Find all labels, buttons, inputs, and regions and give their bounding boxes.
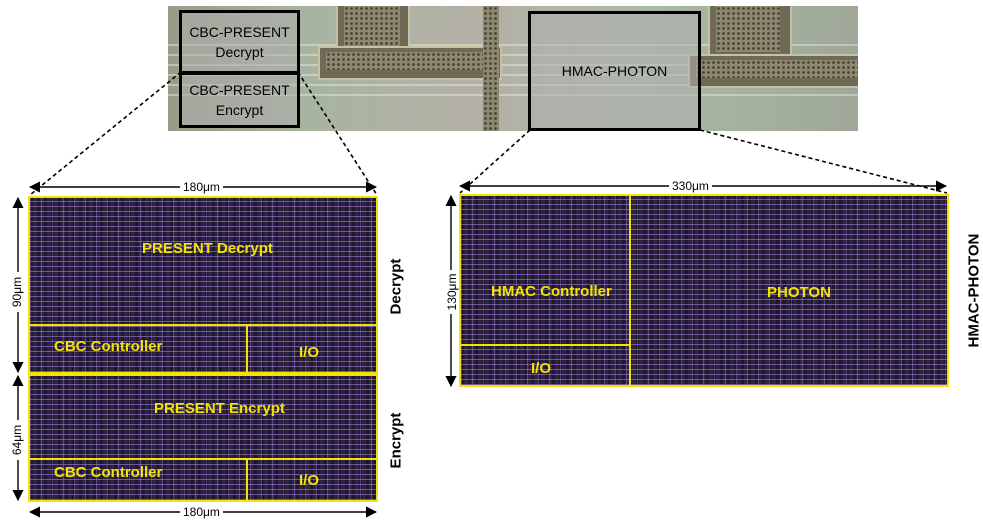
die-box-decrypt: CBC-PRESENT Decrypt <box>179 10 300 74</box>
die-photo: CBC-PRESENT Decrypt CBC-PRESENT Encrypt HM… <box>168 6 858 131</box>
block-label-present-decrypt: PRESENT Decrypt <box>142 240 273 257</box>
block-divider <box>30 324 376 326</box>
block-label-hmac-controller: HMAC Controller <box>491 283 612 300</box>
block-label-present-encrypt: PRESENT Encrypt <box>154 400 285 417</box>
block-label-cbc-controller: CBC Controller <box>54 464 163 481</box>
die-box-label: CBC-PRESENT <box>189 82 290 98</box>
block-divider <box>246 324 248 374</box>
via-array <box>326 52 490 70</box>
via-array <box>696 60 858 78</box>
block-divider <box>30 458 376 460</box>
dim-label-width-right: 330μm <box>669 179 712 193</box>
zoom-line-left <box>459 129 531 194</box>
die-box-label: Encrypt <box>215 102 264 118</box>
block-label-photon: PHOTON <box>767 284 831 301</box>
block-divider <box>246 458 248 502</box>
block-label-cbc-controller: CBC Controller <box>54 338 163 355</box>
block-label-io: I/O <box>299 344 320 361</box>
layout-encrypt: PRESENT Encrypt CBC Controller I/O <box>28 374 378 502</box>
die-box-label: Decrypt <box>215 44 264 60</box>
dim-label-width-bottom: 180μm <box>180 505 223 519</box>
side-label-hmac-photon: HMAC-PHOTON <box>965 233 983 348</box>
die-box-hmac: HMAC-PHOTON <box>528 11 701 131</box>
via-array <box>344 6 400 46</box>
side-label-encrypt: Encrypt <box>387 412 405 469</box>
die-box-label: CBC-PRESENT <box>189 24 290 40</box>
block-divider <box>461 344 629 346</box>
layout-decrypt: PRESENT Decrypt CBC Controller I/O <box>28 196 378 374</box>
layout-hmac-photon: HMAC Controller I/O PHOTON <box>459 194 949 387</box>
die-box-label: HMAC-PHOTON <box>561 63 668 79</box>
dim-label-width-top: 180μm <box>180 180 223 194</box>
block-divider <box>629 196 631 385</box>
via-array <box>716 6 780 52</box>
zoom-line-right <box>699 129 948 194</box>
block-label-io: I/O <box>531 360 552 377</box>
zoom-line-right <box>297 71 378 196</box>
side-label-decrypt: Decrypt <box>387 258 405 315</box>
dim-label-height-encrypt: 64μm <box>10 420 24 460</box>
zoom-line-left <box>29 71 182 196</box>
block-label-io: I/O <box>299 472 320 489</box>
via-array <box>483 6 499 131</box>
dim-label-height-right: 130μm <box>445 270 459 314</box>
die-box-encrypt: CBC-PRESENT Encrypt <box>179 72 300 128</box>
dim-label-height-decrypt: 90μm <box>10 272 24 312</box>
